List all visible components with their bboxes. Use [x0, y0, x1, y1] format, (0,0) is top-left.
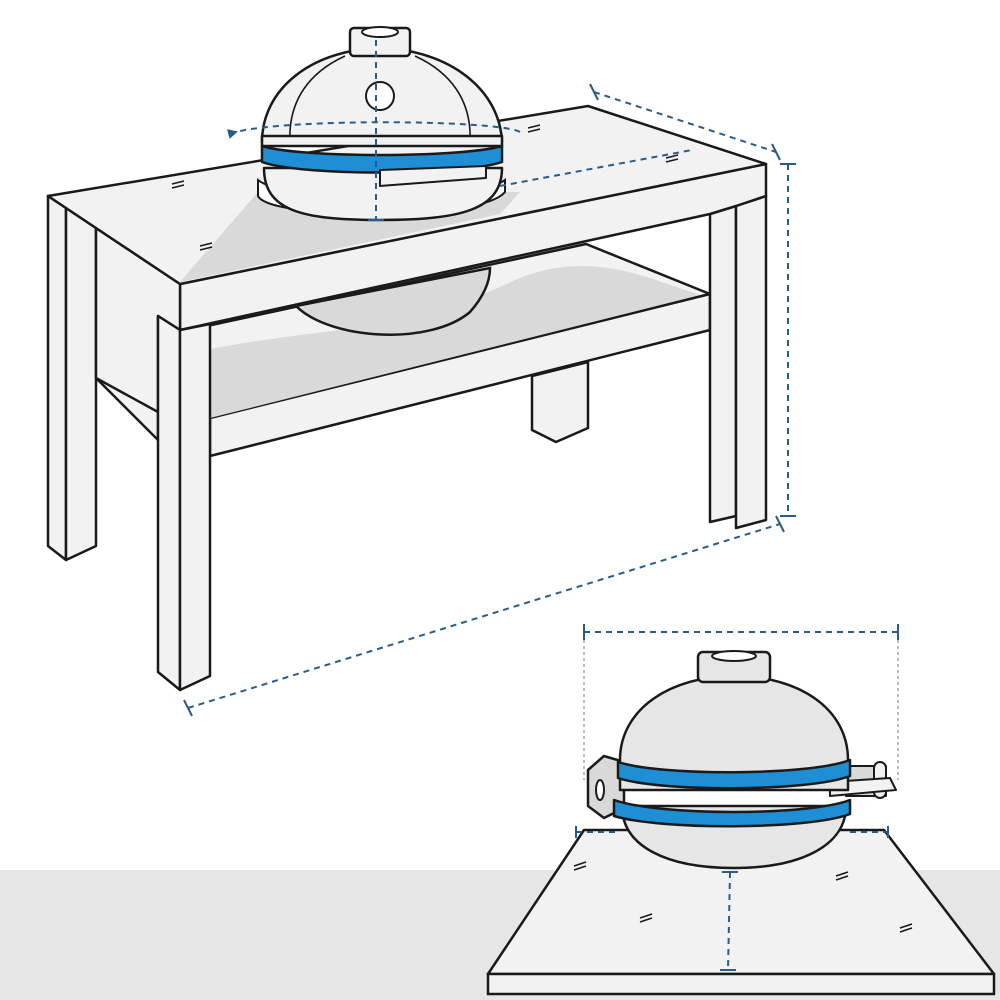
double-tick-icon	[171, 124, 679, 251]
grill-handle	[379, 165, 487, 187]
table-lower-shelf-shadow	[132, 266, 700, 418]
dimension-length	[187, 523, 781, 709]
double-tick-icon	[573, 861, 913, 933]
table-dimensions	[187, 40, 789, 709]
inset-guides	[583, 640, 899, 780]
inset-grill	[586, 650, 897, 870]
inset-dimension-depth	[727, 871, 731, 971]
table-front-left-leg-front	[178, 322, 212, 692]
table-front-right-leg-side	[734, 194, 768, 530]
table-back-left-leg	[46, 194, 68, 562]
grill-underside	[293, 266, 492, 336]
inset-grill-top-vent-opening	[711, 650, 757, 662]
dimension-grill-rotation	[227, 121, 521, 139]
grill-thermometer	[365, 81, 395, 111]
inset-grill-bottom-band	[612, 798, 852, 828]
dimension-end-ticks	[183, 83, 796, 717]
grill-blue-band	[260, 144, 504, 174]
grill-on-table	[260, 26, 504, 222]
dimension-depth	[593, 91, 777, 153]
grill-band-dome	[260, 134, 504, 148]
table-front-right-leg	[708, 204, 738, 524]
inset-dimension-ticks	[575, 624, 899, 971]
grill-dome-ribs	[289, 55, 471, 143]
inset-grill-top-band	[616, 758, 852, 790]
inset-grill-hinge-bolt	[595, 779, 605, 801]
inset-grill-detail	[486, 624, 996, 996]
table-back-left-leg-front	[64, 198, 98, 562]
inset-dimensions	[576, 631, 898, 971]
inset-slab-edge	[486, 972, 996, 996]
grill-top-vent-opening	[361, 26, 399, 38]
table-front-left-leg	[156, 314, 182, 692]
